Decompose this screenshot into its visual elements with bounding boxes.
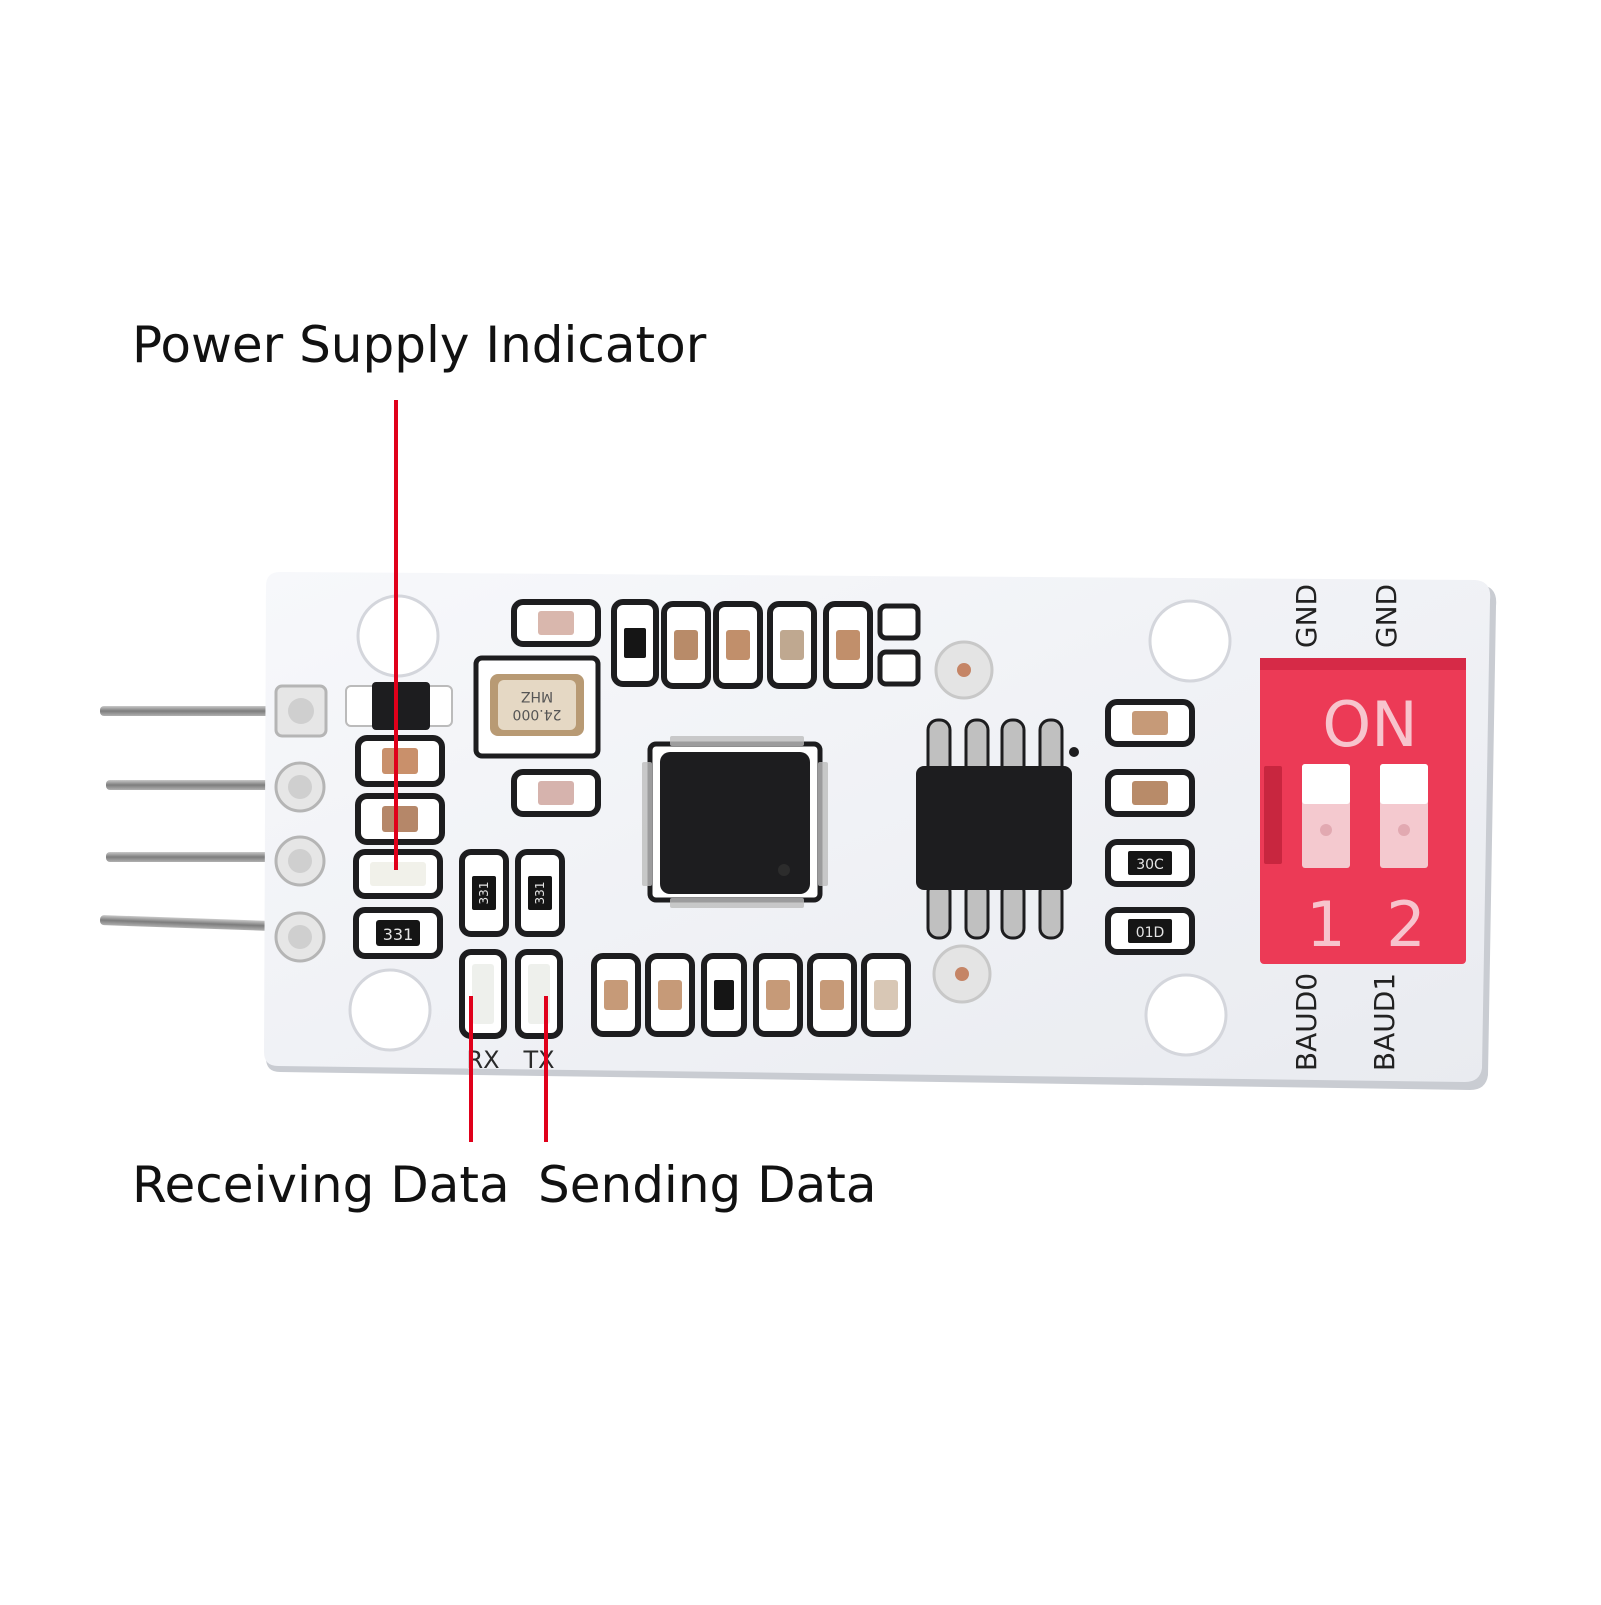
header-pin	[100, 706, 272, 716]
rx-tx-resistors: 331 331	[459, 849, 565, 937]
sop8-chip	[916, 718, 1079, 1004]
tx-silkscreen: TX	[522, 1046, 554, 1074]
gnd-label-left: GND	[1290, 584, 1323, 648]
crystal-frequency: 24.000	[513, 706, 562, 722]
left-components: 331	[345, 682, 453, 959]
right-components: 30C 01D	[1105, 699, 1195, 955]
silkscreen-labels: GND GND BAUD0 BAUD1	[1290, 584, 1403, 1071]
microcontroller-chip	[642, 736, 828, 908]
top-row-components	[511, 599, 994, 817]
header-pin	[106, 780, 272, 790]
dip-switch[interactable]: ON 1 2	[1260, 658, 1466, 964]
baud1-label: BAUD1	[1368, 973, 1401, 1071]
baud0-label: BAUD0	[1290, 973, 1323, 1071]
power-supply-indicator-label: Power Supply Indicator	[132, 316, 707, 374]
receiving-data-label: Receiving Data	[132, 1156, 510, 1214]
header-pin	[106, 852, 272, 862]
resistor-code: 331	[533, 882, 547, 905]
crystal-unit: MHZ	[521, 688, 553, 704]
gnd-label-right: GND	[1370, 584, 1403, 648]
callout-lines	[394, 400, 548, 1142]
resistor-code: 331	[477, 882, 491, 905]
dip-position-2: 2	[1386, 888, 1425, 961]
mounting-holes	[348, 594, 1232, 1057]
header-pin	[100, 915, 272, 931]
crystal-oscillator: 24.000 MHZ	[473, 655, 601, 759]
header-pins	[100, 706, 272, 931]
resistor-code: 30C	[1136, 857, 1164, 873]
dip-position-1: 1	[1306, 888, 1345, 961]
resistor-code: 01D	[1136, 925, 1165, 941]
dip-on-label: ON	[1322, 688, 1417, 761]
pin-pads	[274, 684, 328, 963]
resistor-code: 331	[383, 925, 414, 944]
bottom-row-components	[591, 953, 911, 1037]
sending-data-label: Sending Data	[538, 1156, 877, 1214]
